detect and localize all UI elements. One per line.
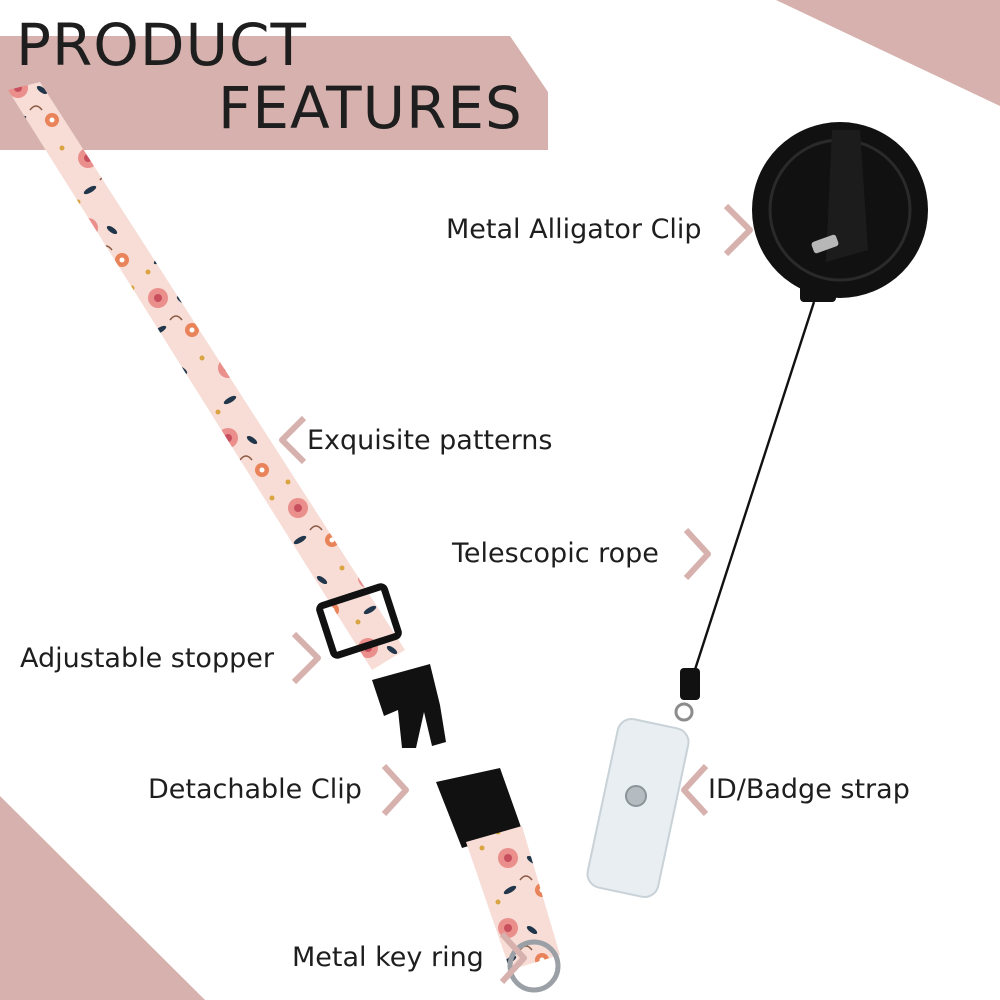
chevrons: [279, 203, 753, 985]
floral-lanyard: [8, 82, 405, 670]
buckle-male: [372, 664, 446, 748]
chevron-right-icon: [723, 203, 753, 257]
badge-reel: [752, 122, 928, 302]
feature-label-detachable-clip: Detachable Clip: [148, 774, 362, 805]
corner-triangle-bottom: [0, 796, 205, 1000]
chevron-right-icon: [381, 763, 409, 817]
title-line-1: PRODUCT: [16, 11, 307, 79]
chevron-right-icon: [291, 631, 321, 685]
telescopic-rope: [674, 301, 816, 722]
buckle-female: [436, 768, 522, 848]
title-line-2: FEATURES: [218, 74, 523, 142]
key-ring: [507, 939, 561, 993]
id-badge-strap: [586, 717, 690, 899]
corner-triangle-top: [776, 0, 1000, 106]
adjustable-stopper-buckle: [316, 583, 402, 659]
chevron-left-icon: [681, 763, 709, 817]
chevron-right-icon: [499, 931, 527, 985]
title-banner: [0, 36, 548, 150]
feature-label-metal-alligator-clip: Metal Alligator Clip: [446, 214, 702, 245]
feature-label-id-badge-strap: ID/Badge strap: [708, 774, 910, 805]
feature-label-exquisite-patterns: Exquisite patterns: [307, 425, 553, 456]
chevron-right-icon: [683, 527, 711, 581]
floral-lanyard-end: [466, 826, 560, 970]
feature-label-telescopic-rope: Telescopic rope: [452, 538, 659, 569]
chevron-left-icon: [279, 415, 307, 465]
feature-label-metal-key-ring: Metal key ring: [292, 942, 484, 973]
feature-label-adjustable-stopper: Adjustable stopper: [20, 643, 274, 674]
